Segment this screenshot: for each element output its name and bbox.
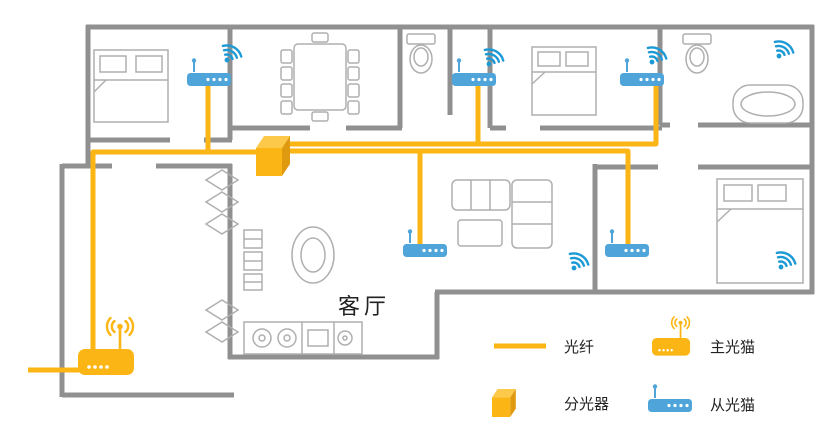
bathtub-icon bbox=[732, 84, 804, 124]
toilet-icon-1 bbox=[406, 33, 436, 74]
furniture bbox=[93, 32, 804, 355]
splitter-device bbox=[256, 136, 290, 176]
dining-table-icon bbox=[280, 32, 360, 122]
decor-plant-icon bbox=[291, 226, 335, 284]
legend-sub-modem-icon bbox=[647, 383, 693, 413]
bed-icon-bedroom3 bbox=[716, 178, 804, 284]
legend-splitter-icon bbox=[492, 389, 516, 417]
tv-console-icon bbox=[243, 321, 363, 355]
wifi-icon-bedroom2 bbox=[640, 42, 670, 71]
sofa-set-icon bbox=[451, 179, 553, 249]
living-room-label: 客厅 bbox=[338, 294, 390, 319]
sub-modem-bedroom2 bbox=[619, 57, 665, 87]
sub-modem-living-room bbox=[402, 228, 448, 258]
wall-lines bbox=[59, 24, 815, 398]
toilet-icon-2 bbox=[682, 33, 712, 74]
legend: 光纤 主光猫 分光器 从光猫 bbox=[492, 316, 755, 417]
floorplan-walls bbox=[59, 24, 815, 398]
legend-fiber-label: 光纤 bbox=[564, 339, 594, 356]
legend-splitter-label: 分光器 bbox=[564, 396, 609, 413]
sub-modem-bedroom1 bbox=[186, 57, 232, 87]
shelf-stack-icon bbox=[243, 229, 263, 291]
legend-sub-modem-label: 从光猫 bbox=[710, 397, 755, 414]
bed-icon-bedroom1 bbox=[93, 49, 169, 123]
main-modem-device bbox=[76, 316, 136, 377]
fiber-cables bbox=[28, 86, 659, 373]
wifi-icon-bathroom bbox=[767, 36, 797, 65]
wardrobe-icon-upper bbox=[204, 169, 240, 235]
legend-main-modem-label: 主光猫 bbox=[710, 339, 755, 356]
legend-main-modem-icon bbox=[651, 316, 691, 357]
wifi-icon-bedroom3 bbox=[769, 247, 799, 276]
wardrobe-icon-lower bbox=[204, 299, 240, 343]
bed-icon-bedroom2 bbox=[531, 46, 597, 116]
wifi-icon-living-room bbox=[562, 248, 592, 277]
fiber-cable-lines bbox=[28, 86, 659, 373]
